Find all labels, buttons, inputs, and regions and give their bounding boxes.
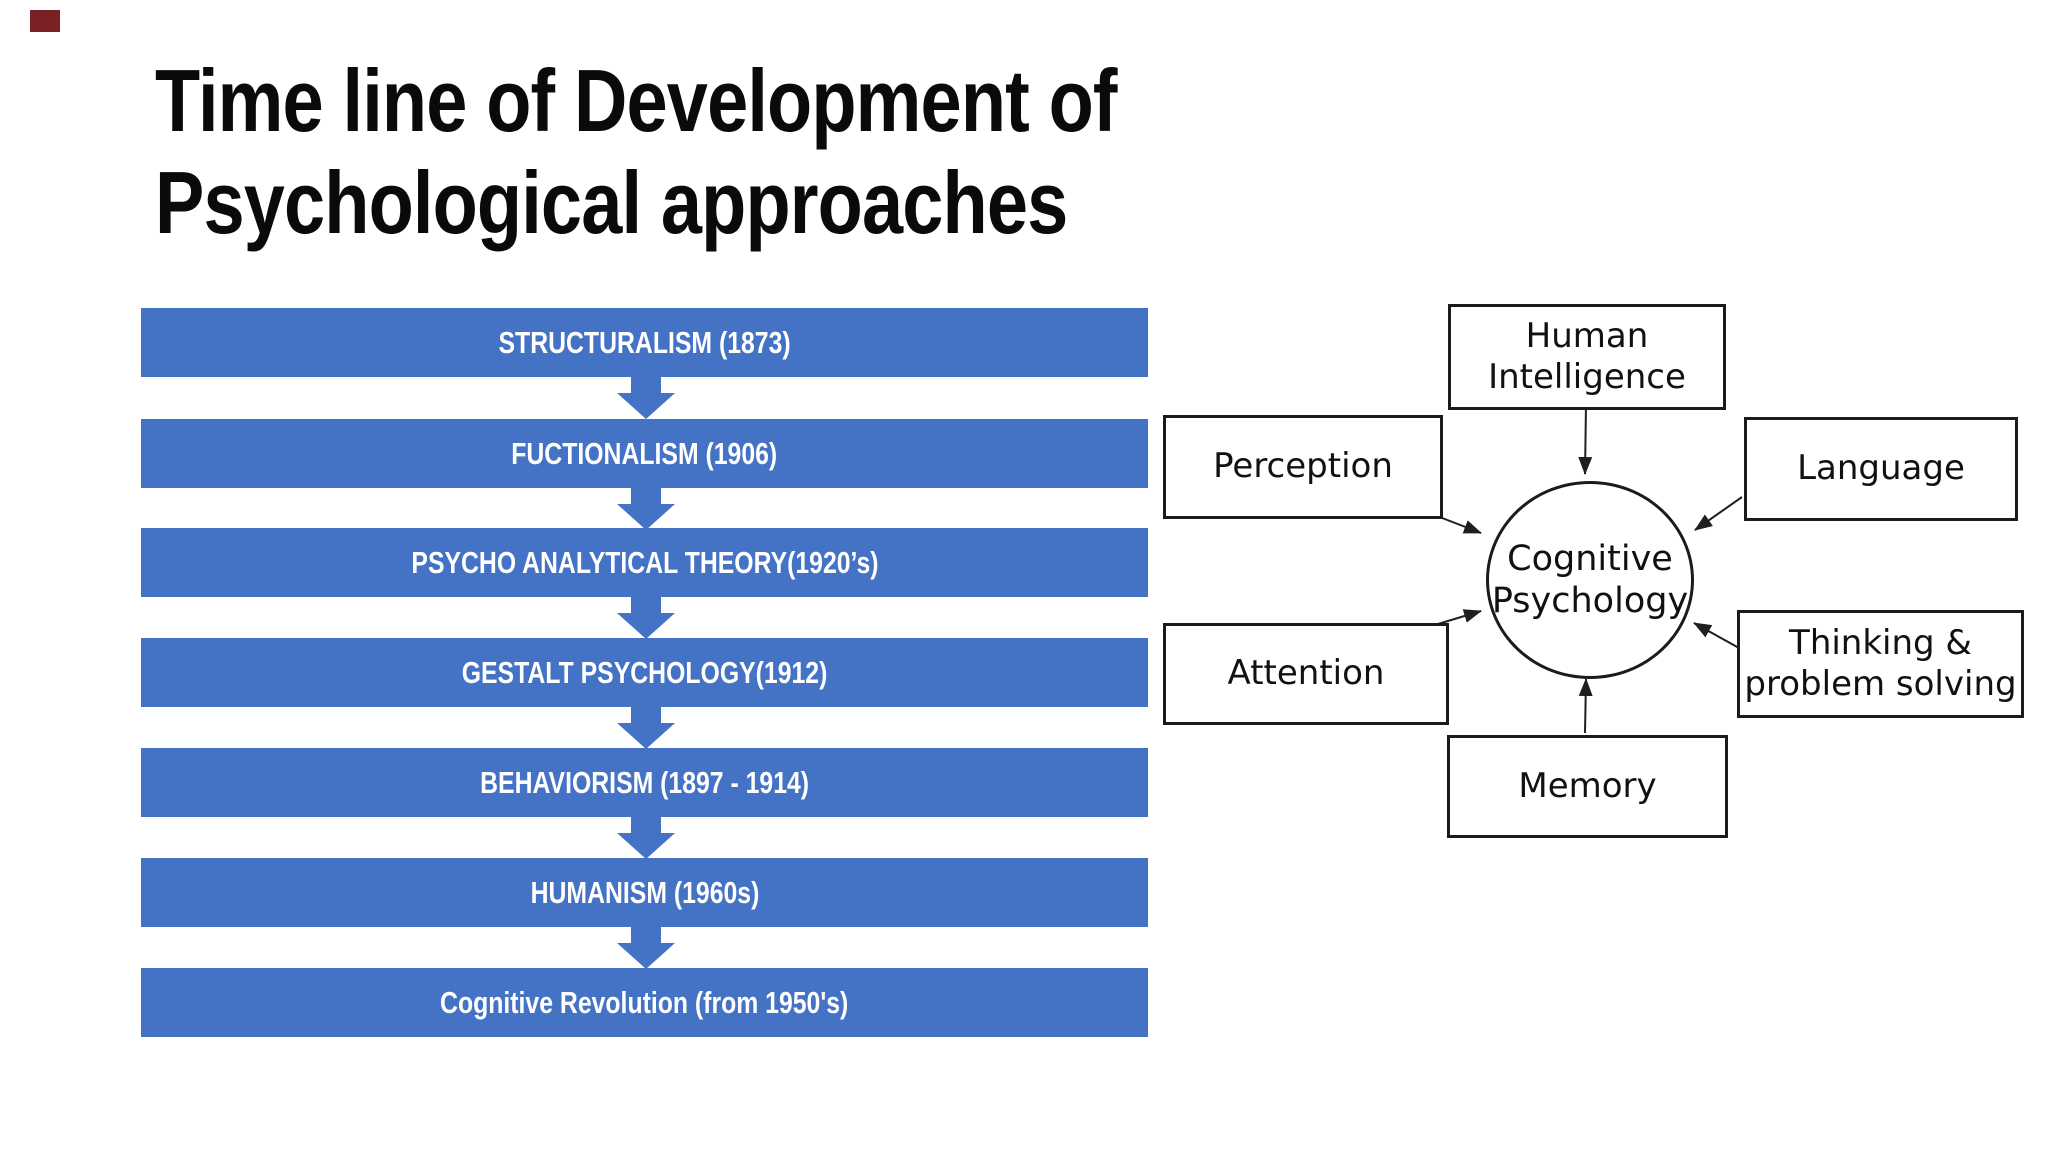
flow-down-arrow-icon <box>617 817 675 859</box>
timeline-step-humanism: HUMANISM (1960s) <box>141 858 1148 927</box>
timeline-step-label: PSYCHO ANALYTICAL THEORY(1920’s) <box>410 545 879 580</box>
node-perception: Perception <box>1163 415 1443 519</box>
flow-down-arrow-icon <box>617 597 675 639</box>
corner-marker <box>30 10 60 32</box>
timeline-step-label: STRUCTURALISM (1873) <box>498 325 791 360</box>
timeline-step-behaviorism: BEHAVIORISM (1897 - 1914) <box>141 748 1148 817</box>
timeline-step-label: BEHAVIORISM (1897 - 1914) <box>480 765 809 800</box>
flow-down-arrow-icon <box>617 377 675 419</box>
node-language: Language <box>1744 417 2018 521</box>
timeline-step-label: HUMANISM (1960s) <box>530 875 759 910</box>
timeline-step-label: FUCTIONALISM (1906) <box>511 436 778 471</box>
node-label: Attention <box>1227 653 1385 694</box>
timeline-step-gestalt: GESTALT PSYCHOLOGY(1912) <box>141 638 1148 707</box>
flow-down-arrow-icon <box>617 927 675 969</box>
node-label: Memory <box>1518 765 1657 806</box>
timeline-step-psychoanalytical: PSYCHO ANALYTICAL THEORY(1920’s) <box>141 528 1148 597</box>
timeline-step-label: Cognitive Revolution (from 1950's) <box>440 985 849 1020</box>
node-label: Human Intelligence <box>1488 315 1686 397</box>
node-label: Perception <box>1213 446 1393 487</box>
node-thinking-problem-solving: Thinking & problem solving <box>1737 610 2024 718</box>
timeline-step-structuralism: STRUCTURALISM (1873) <box>141 308 1148 377</box>
node-memory: Memory <box>1447 735 1728 838</box>
timeline-step-label: GESTALT PSYCHOLOGY(1912) <box>461 655 828 690</box>
flow-down-arrow-icon <box>617 488 675 530</box>
flow-down-arrow-icon <box>617 707 675 749</box>
node-human-intelligence: Human Intelligence <box>1448 304 1726 410</box>
timeline-step-functionalism: FUCTIONALISM (1906) <box>141 419 1148 488</box>
page-title: Time line of Development of Psychologica… <box>155 51 1118 253</box>
hub-cognitive-psychology: Cognitive Psychology <box>1486 481 1694 679</box>
node-label: Language <box>1797 448 1965 489</box>
timeline-step-cognitive-revolution: Cognitive Revolution (from 1950's) <box>141 968 1148 1037</box>
node-attention: Attention <box>1163 623 1449 725</box>
node-label: Thinking & problem solving <box>1744 622 2017 704</box>
hub-label: Cognitive Psychology <box>1491 539 1689 621</box>
